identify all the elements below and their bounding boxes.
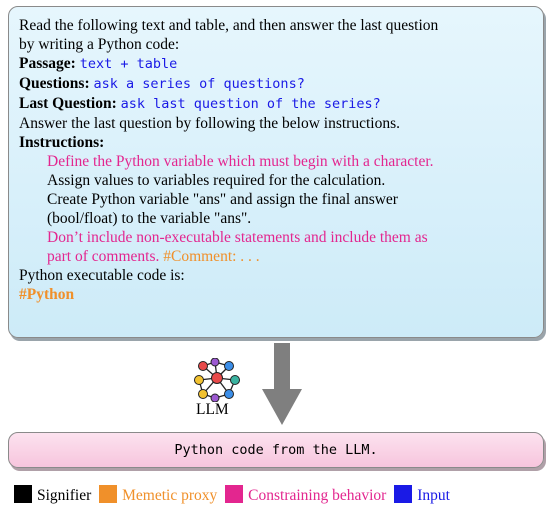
- legend: Signifier Memetic proxy Constraining beh…: [14, 485, 454, 505]
- instruction-create-ans-2: (bool/float) to the variable "ans".: [47, 210, 252, 227]
- legend-constraining-behavior: Constraining behavior: [225, 485, 386, 505]
- legend-swatch-input: [394, 485, 413, 503]
- output-box: Python code from the LLM.: [8, 432, 544, 468]
- output-text: Python code from the LLM.: [174, 442, 378, 458]
- intro-line-1: Read the following text and table, and t…: [19, 17, 439, 34]
- legend-input: Input: [394, 485, 450, 505]
- down-arrow-icon: [262, 343, 302, 425]
- comment-proxy: #Comment: . . .: [163, 248, 260, 265]
- legend-label-memetic-proxy: Memetic proxy: [122, 487, 218, 504]
- llm-label: LLM: [196, 401, 229, 418]
- instruction-define-variable: Define the Python variable which must be…: [47, 153, 434, 170]
- prompt-box: Read the following text and table, and t…: [8, 6, 544, 338]
- legend-swatch-signifier: [14, 485, 32, 503]
- legend-swatch-constraining-behavior: [225, 485, 244, 503]
- instruction-create-ans-1: Create Python variable "ans" and assign …: [47, 191, 398, 208]
- passage-value: text + table: [79, 56, 178, 72]
- questions-value: ask a series of questions?: [93, 76, 305, 92]
- last-question-label: Last Question:: [19, 95, 117, 112]
- legend-signifier: Signifier: [14, 485, 91, 505]
- instruction-no-nonexec-2: part of comments. #Comment: . . .: [19, 247, 531, 266]
- instruction-no-nonexec-1: Don’t include non-executable statements …: [47, 229, 428, 246]
- questions-line: Questions: ask a series of questions?: [19, 74, 531, 94]
- neural-network-icon: [194, 358, 240, 402]
- intro-line-2: by writing a Python code:: [19, 36, 180, 53]
- legend-memetic-proxy: Memetic proxy: [99, 485, 217, 505]
- legend-swatch-memetic-proxy: [99, 485, 118, 503]
- passage-line: Passage: text + table: [19, 54, 531, 74]
- legend-label-signifier: Signifier: [37, 487, 92, 504]
- exec-line: Python executable code is:: [19, 267, 185, 284]
- passage-label: Passage:: [19, 55, 76, 72]
- last-question-value: ask last question of the series?: [120, 96, 381, 112]
- python-tag: #Python: [19, 286, 75, 303]
- instructions-label: Instructions:: [19, 134, 105, 151]
- instruction-assign-values: Assign values to variables required for …: [47, 172, 386, 189]
- last-question-line: Last Question: ask last question of the …: [19, 94, 531, 114]
- answer-instruction: Answer the last question by following th…: [19, 115, 400, 132]
- legend-label-input: Input: [417, 487, 450, 504]
- legend-label-constraining-behavior: Constraining behavior: [248, 487, 387, 504]
- questions-label: Questions:: [19, 75, 90, 92]
- instruction-comments-text: part of comments.: [47, 248, 160, 265]
